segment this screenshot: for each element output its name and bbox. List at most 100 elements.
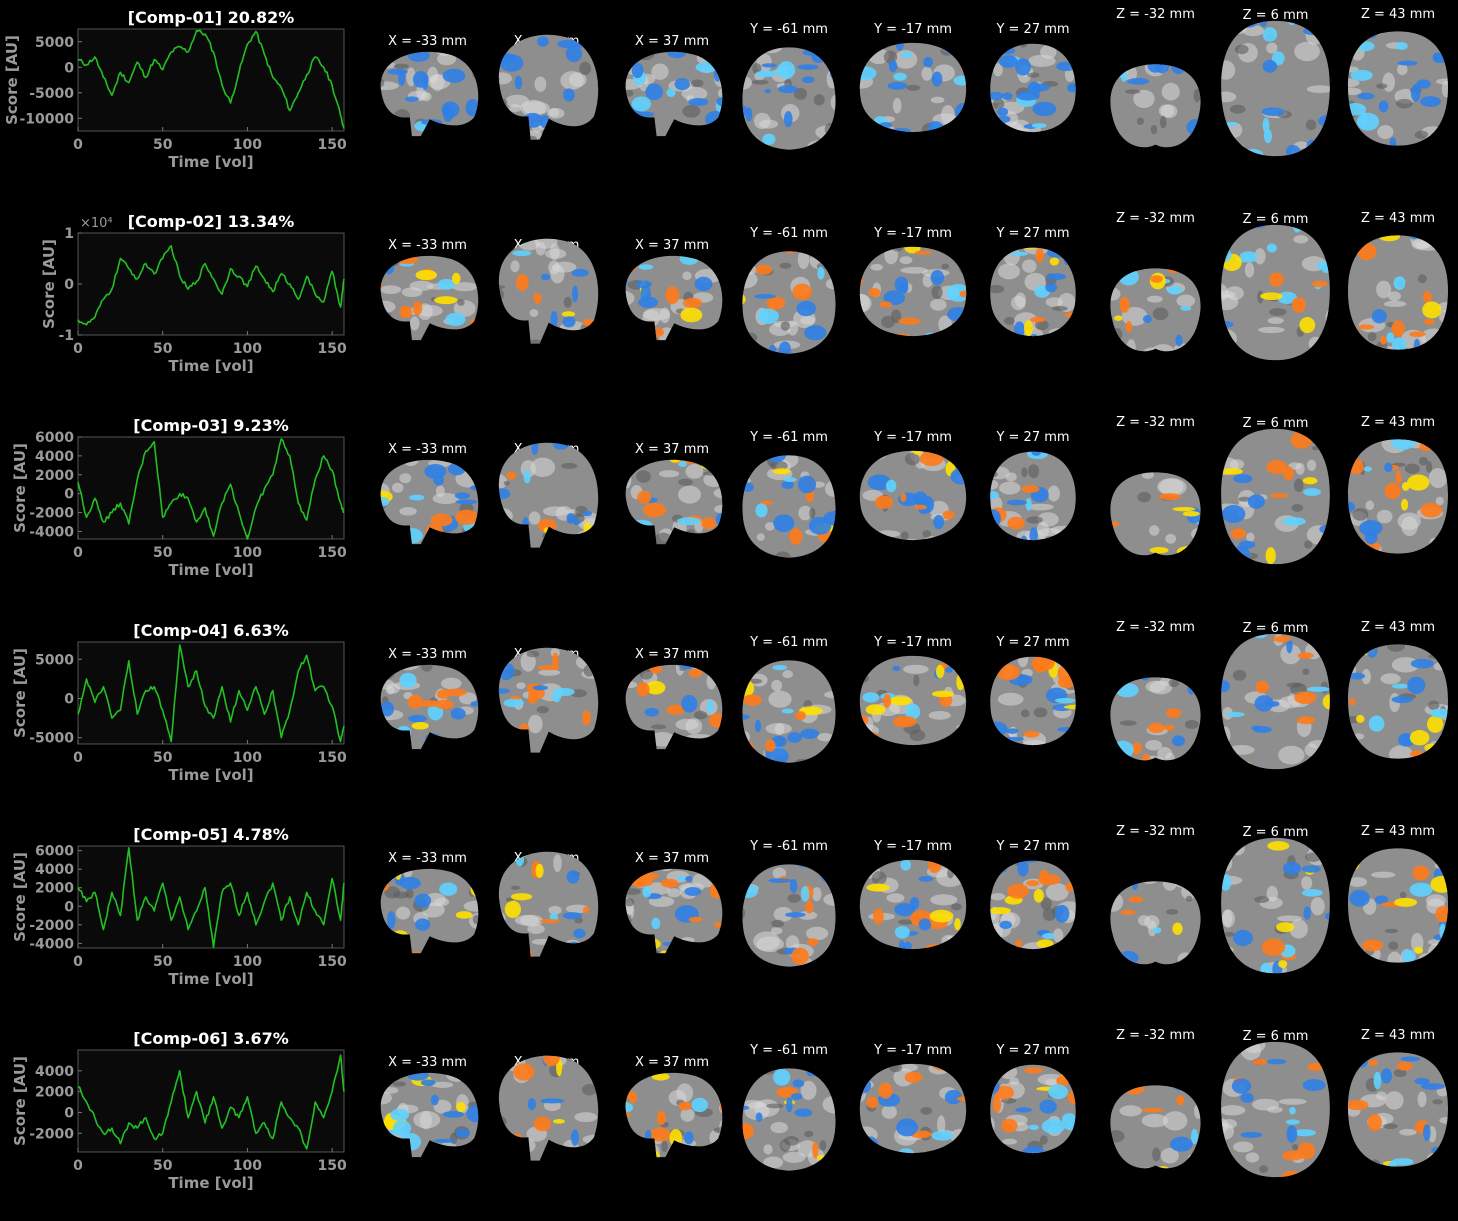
slice-label: Y = -61 mm (750, 1043, 828, 1058)
brain-slice-image (498, 1055, 599, 1161)
x-tick-label: 150 (318, 1158, 347, 1174)
slice-label: Y = -17 mm (874, 634, 952, 650)
x-axis-label: Time [vol] (168, 1174, 254, 1192)
brain-slice-image (1347, 643, 1449, 759)
x-tick-label: 50 (153, 750, 173, 766)
y-tick-label: 2000 (35, 1085, 74, 1101)
series-line (77, 1054, 345, 1150)
slice-label: Y = -61 mm (750, 838, 828, 854)
component-title: [Comp-03] 9.23% (133, 416, 289, 436)
brain-slice-image (990, 452, 1076, 541)
series-line (77, 29, 345, 129)
brain-slice-image (859, 42, 967, 133)
x-tick-label: 50 (153, 954, 173, 970)
slice-label: Z = -32 mm (1116, 823, 1195, 839)
y-tick-label: 5000 (35, 652, 74, 668)
brain-slice-image (498, 443, 599, 549)
slice-label: X = 37 mm (634, 34, 710, 49)
slice-label: Y = -17 mm (874, 838, 952, 854)
x-tick-label: 50 (153, 137, 173, 153)
y-axis-label: Score [AU] (11, 851, 29, 942)
brain-slice-image (742, 1068, 836, 1171)
brain-slice-image (1221, 225, 1330, 361)
x-tick-label: 150 (318, 750, 347, 766)
slice-label: X = 37 mm (634, 1055, 710, 1070)
x-axis-label: Time [vol] (168, 357, 254, 376)
plot-area (77, 641, 345, 745)
brain-slice-image (1110, 1085, 1201, 1169)
x-tick-label: 0 (73, 954, 83, 970)
brain-slice-image (380, 1072, 479, 1158)
x-tick-label: 150 (318, 545, 347, 561)
brain-slice-image (498, 34, 599, 140)
slice-label: Z = -32 mm (1116, 1028, 1195, 1043)
brain-slice-image (1110, 881, 1201, 965)
slice-label: Z = 43 mm (1360, 211, 1436, 227)
slice-label: Y = -61 mm (750, 226, 828, 242)
brain-slice-image (1347, 1052, 1449, 1167)
brain-slice-image (990, 860, 1076, 949)
series-line (77, 643, 345, 742)
brain-slice-image (859, 451, 967, 541)
x-tick-label: 0 (73, 545, 83, 561)
series-line (77, 438, 345, 541)
y-tick-label: 0 (64, 60, 74, 76)
y-axis-label: Score [AU] (11, 1056, 29, 1146)
brain-slice-image (859, 859, 967, 949)
brain-slice-image (1221, 837, 1330, 973)
component-title: [Comp-02] 13.34% (127, 212, 295, 232)
y-tick-label: 0 (64, 899, 74, 915)
y-axis-label: Score [AU] (40, 239, 58, 330)
brain-slice-image (625, 460, 723, 545)
slice-label: Z = 6 mm (1242, 8, 1309, 23)
y-tick-label: 2000 (35, 881, 74, 897)
y-axis-label: Score [AU] (3, 35, 21, 125)
slice-label: Z = -32 mm (1116, 415, 1195, 431)
brain-slice-image (1110, 64, 1201, 148)
y-tick-label: -5000 (29, 86, 74, 102)
slice-label: X = -33 mm (388, 850, 467, 866)
slice-label: Y = 27 mm (996, 430, 1070, 446)
slice-label: Y = -17 mm (874, 1043, 952, 1058)
brain-slice-image (990, 247, 1076, 337)
y-tick-label: -2000 (29, 918, 74, 934)
brain-slice-image (625, 1072, 723, 1158)
brain-slice-image (1347, 235, 1449, 350)
brain-slice-image (498, 238, 599, 344)
slice-label: Y = 27 mm (996, 634, 1070, 650)
plot-area (77, 232, 345, 336)
x-tick-label: 0 (73, 137, 83, 153)
brain-slice-image (742, 251, 836, 354)
x-tick-label: 100 (233, 1158, 262, 1174)
y-tick-label: 5000 (35, 35, 74, 51)
slice-label: X = 37 mm (634, 850, 710, 866)
x-tick-label: 100 (233, 750, 262, 766)
plot-area (77, 28, 345, 132)
slice-label: Z = 6 mm (1242, 416, 1309, 432)
brain-slice-image (742, 659, 836, 763)
component-title: [Comp-04] 6.63% (133, 620, 289, 640)
brain-slice-image (625, 664, 723, 749)
brain-slice-image (1347, 31, 1449, 146)
slice-label: Z = 6 mm (1242, 212, 1309, 228)
slice-label: Z = 43 mm (1360, 1028, 1436, 1043)
slice-label: Y = -61 mm (750, 634, 828, 650)
brain-slice-image (859, 655, 967, 745)
slice-label: Y = 27 mm (996, 838, 1070, 854)
y-tick-label: 6000 (35, 430, 74, 446)
slice-label: X = -33 mm (388, 646, 467, 662)
plot-area (77, 1049, 345, 1153)
y-tick-label: -5000 (29, 730, 74, 746)
slice-label: Y = -17 mm (874, 430, 952, 446)
slice-label: Z = 43 mm (1360, 415, 1436, 431)
y-tick-label: -2000 (29, 1126, 74, 1142)
plot-area (77, 436, 345, 540)
x-tick-label: 150 (318, 137, 347, 153)
y-tick-label: -4000 (29, 525, 74, 541)
